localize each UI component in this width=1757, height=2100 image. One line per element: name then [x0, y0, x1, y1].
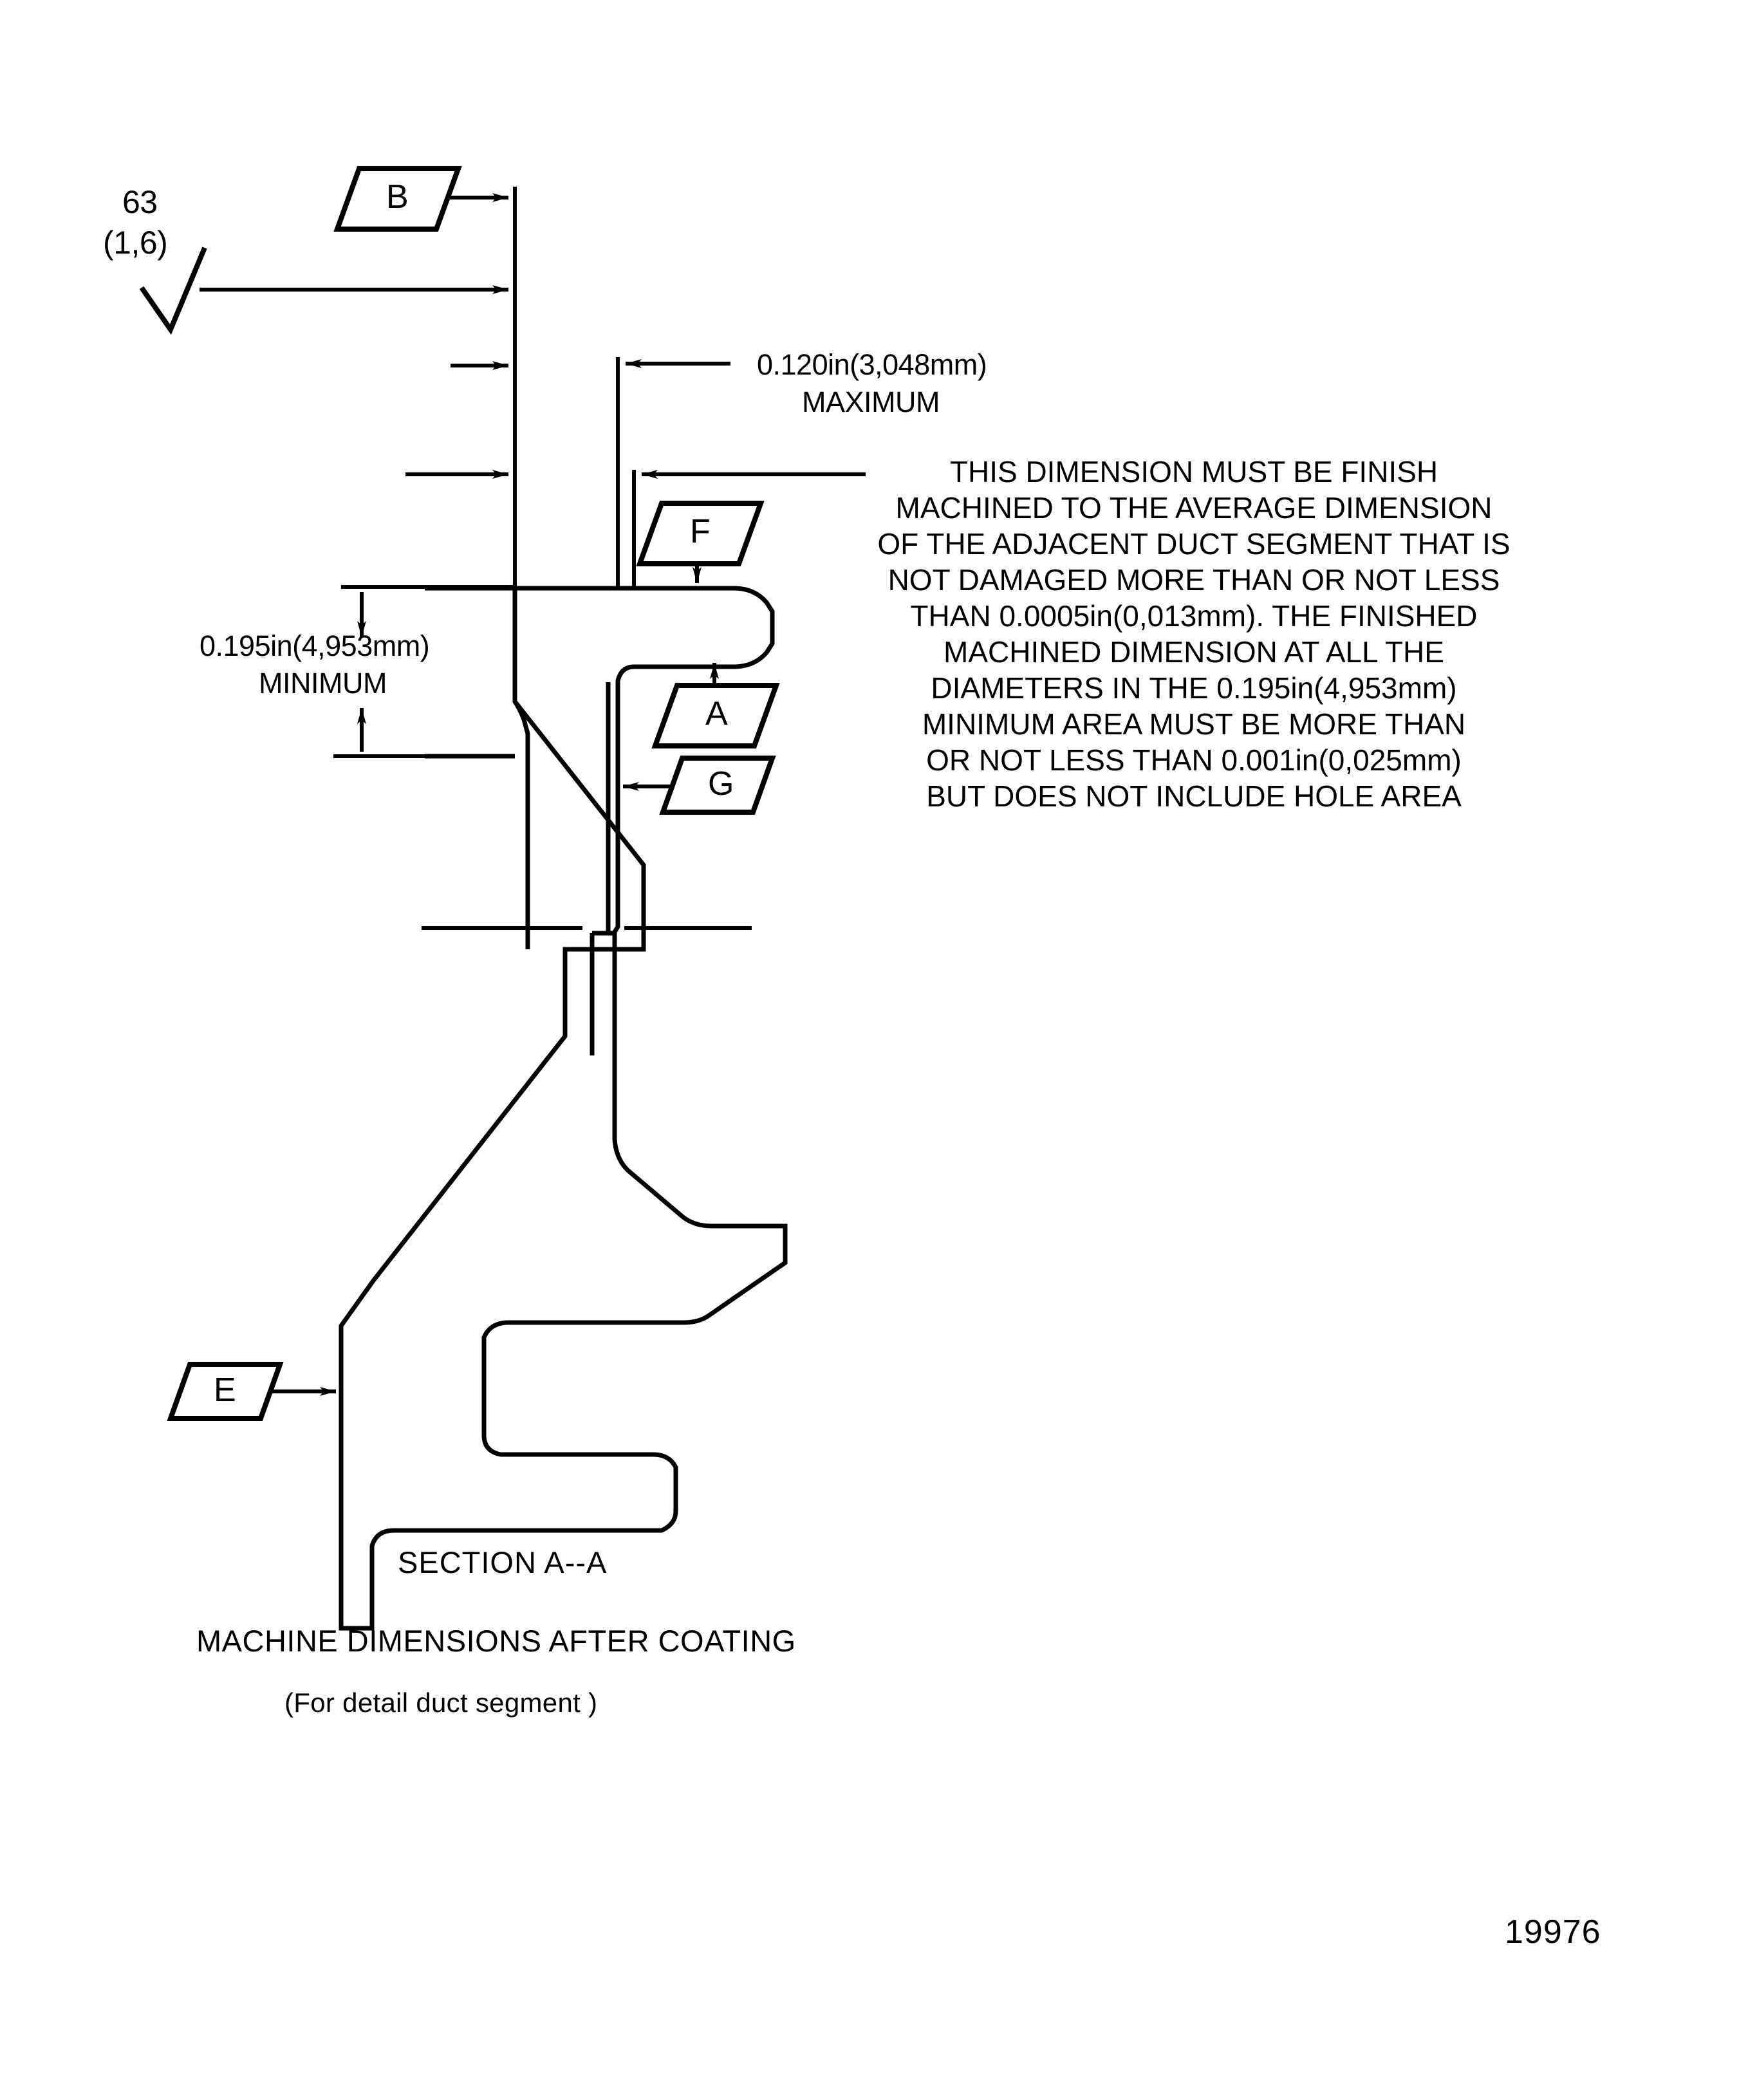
surface-finish-symbol — [139, 246, 207, 335]
flag-b-label: B — [386, 178, 409, 216]
dimension-leaders — [200, 193, 866, 479]
note-line-8: MINIMUM AREA MUST BE MORE THAN — [922, 707, 1466, 741]
note-line-6: MACHINED DIMENSION AT ALL THE — [944, 635, 1444, 669]
note-line-10: BUT DOES NOT INCLUDE HOLE AREA — [926, 779, 1462, 813]
flag-b[interactable] — [333, 166, 462, 232]
note-line-2: MACHINED TO THE AVERAGE DIMENSION — [895, 491, 1492, 525]
note-line-9: OR NOT LESS THAN 0.001in(0,025mm) — [926, 743, 1462, 777]
flag-e[interactable] — [167, 1362, 284, 1421]
note-line-4: NOT DAMAGED MORE THAN OR NOT LESS — [888, 563, 1500, 597]
surface-finish-microinch: 63 — [122, 184, 158, 220]
dimension-height-min-value: 0.195in(4,953mm) — [200, 629, 430, 662]
flag-g-label: G — [708, 765, 734, 803]
extension-lines — [513, 187, 636, 588]
figure-number: 19976 — [1505, 1913, 1601, 1951]
note-line-7: DIAMETERS IN THE 0.195in(4,953mm) — [931, 671, 1457, 705]
flag-a[interactable] — [651, 683, 780, 748]
note-line-3: OF THE ADJACENT DUCT SEGMENT THAT IS — [877, 527, 1511, 561]
part-internal-edges — [425, 586, 615, 1055]
flag-e-label: E — [214, 1371, 236, 1409]
drawing-title: MACHINE DIMENSIONS AFTER COATING — [196, 1624, 796, 1658]
drawing-subtitle: (For detail duct segment ) — [284, 1687, 598, 1718]
dimension-thickness-max-value: 0.120in(3,048mm) — [757, 348, 987, 381]
section-caption: SECTION A--A — [398, 1545, 608, 1579]
flag-f[interactable] — [636, 501, 765, 566]
part-profile — [339, 586, 788, 1631]
flag-g[interactable] — [659, 756, 776, 815]
surface-finish-micrometre: (1,6) — [103, 225, 168, 261]
flag-f-label: F — [690, 513, 711, 550]
dimension-height-min — [333, 585, 515, 758]
note-line-1: THIS DIMENSION MUST BE FINISH — [949, 455, 1438, 488]
note-line-5: THAN 0.0005in(0,013mm). THE FINISHED — [910, 599, 1478, 633]
dimension-height-min-qualifier: MINIMUM — [259, 667, 387, 700]
dimension-thickness-max-qualifier: MAXIMUM — [802, 386, 940, 418]
machining-note-block: THIS DIMENSION MUST BE FINISH MACHINED T… — [766, 454, 1622, 814]
flag-a-label: A — [705, 695, 728, 732]
